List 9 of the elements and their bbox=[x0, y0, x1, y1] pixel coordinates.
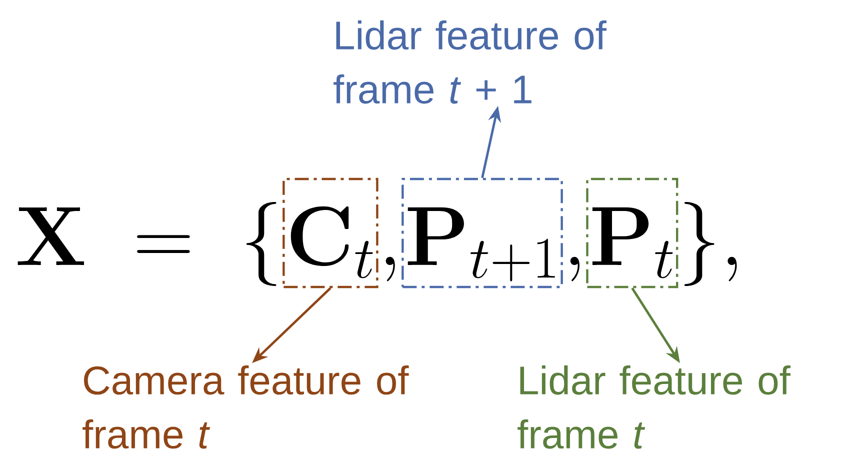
dashed-box: $\mathbf{C}_t$ bbox=[282, 178, 378, 288]
dashed-box: $\mathbf{P}_{t+1}$ bbox=[402, 178, 563, 288]
formula: $\mathbf{X}\ =\ \{$ bbox=[18, 202, 276, 286]
annotation-text: Camera feature of frame t bbox=[82, 365, 409, 449]
formula: $,$ bbox=[386, 256, 395, 282]
annotation-text: Lidar feature of frame t bbox=[518, 365, 790, 449]
dashed-box: $\mathbf{P}_t$ bbox=[586, 178, 678, 288]
annotation-text: Lidar feature of frame t + 1 bbox=[334, 20, 606, 104]
formula: $,$ bbox=[570, 256, 580, 282]
